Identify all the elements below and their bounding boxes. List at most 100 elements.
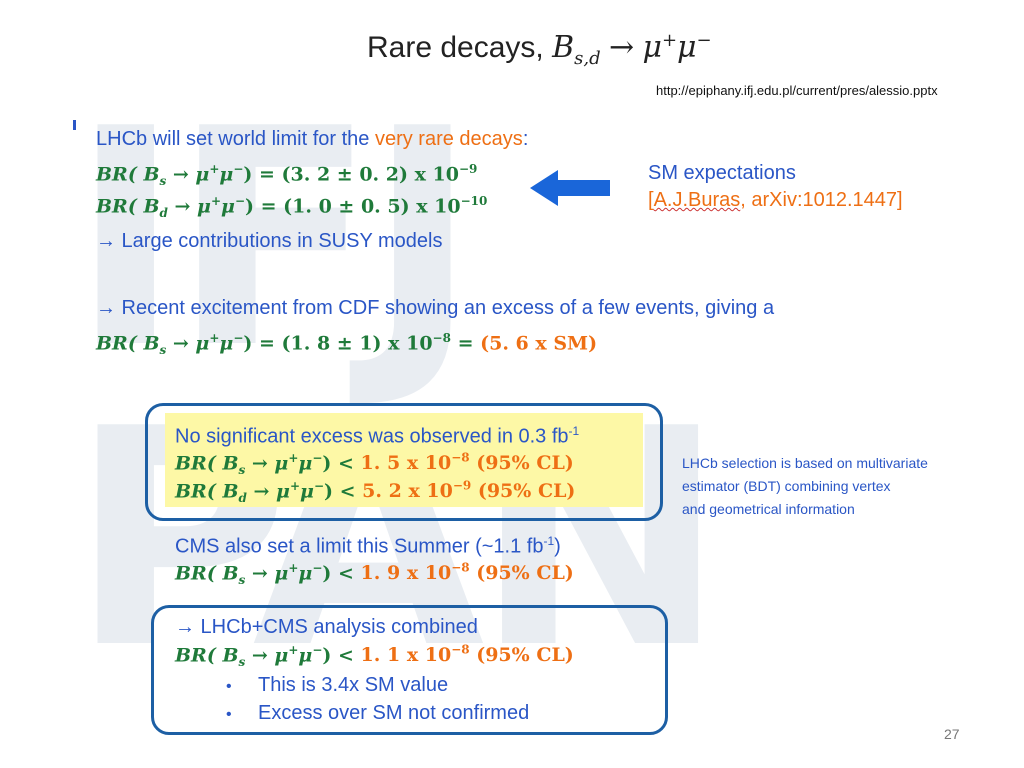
eq-part: BR( B <box>175 452 239 475</box>
eq-cl: (95% CL) <box>469 452 574 475</box>
eq-part: μ <box>298 452 313 475</box>
title-mu1-sup: + <box>661 30 678 51</box>
sm-ref-open: [ <box>648 189 654 211</box>
eq-part: ) = (3. 2 ± 0. 2) x 10 <box>243 163 459 186</box>
eq-sub: s <box>238 573 246 588</box>
eq-part: μ <box>300 480 314 503</box>
bullet-text: This is 3.4x SM value <box>258 674 449 696</box>
eq-part: BR( B <box>96 195 160 218</box>
eq-sup: + <box>288 643 299 657</box>
side-note-line: estimator (BDT) combining vertex <box>682 478 891 494</box>
combined-bullets: • This is 3.4x SM value • Excess over SM n… <box>226 672 529 728</box>
bullet-icon: • <box>226 678 232 695</box>
cdf-line: → Recent excitement from CDF showing an … <box>96 297 775 319</box>
eq-sup: + <box>209 331 220 345</box>
eq-part: μ <box>298 562 313 585</box>
bullet-item: • This is 3.4x SM value <box>226 672 529 700</box>
eq-exp: −9 <box>459 162 478 176</box>
slide-marker <box>73 120 76 130</box>
eq-sup: − <box>312 643 323 657</box>
cms-line-sup: -1 <box>543 534 555 548</box>
eq-cl: (95% CL) <box>469 644 574 667</box>
lhcb-bd-limit: BR( Bd → μ+μ−) < 5. 2 x 10−9 (95% CL) <box>175 479 575 505</box>
eq-sup: + <box>209 162 220 176</box>
eq-sm-ratio: (5. 6 x SM) <box>480 332 598 355</box>
equation-bd-sm: BR( Bd → μ+μ−) = (1. 0 ± 0. 5) x 10−10 <box>96 194 487 220</box>
eq-value: 1. 1 x 10 <box>360 644 452 667</box>
eq-part: μ <box>219 163 234 186</box>
eq-exp: −8 <box>451 451 470 465</box>
eq-sup: − <box>233 331 244 345</box>
equation-bs-sm: BR( Bs → μ+μ−) = (3. 2 ± 0. 2) x 10−9 <box>96 162 477 188</box>
eq-part: μ <box>298 644 313 667</box>
eq-exp: −8 <box>432 331 451 345</box>
slide-title: Rare decays, Bs,d → μ+μ− <box>367 30 712 69</box>
left-arrow-icon <box>530 170 610 206</box>
combined-bs-limit: BR( Bs → μ+μ−) < 1. 1 x 10−8 (95% CL) <box>175 643 574 669</box>
title-b-sub: s,d <box>574 48 601 69</box>
eq-exp: −10 <box>460 194 488 208</box>
eq-sub: s <box>238 655 246 670</box>
combined-result-box <box>151 605 668 735</box>
eq-part: = <box>450 332 481 355</box>
sm-ref-rest: , arXiv:1012.1447] <box>740 189 903 211</box>
eq-sup: + <box>289 479 301 493</box>
eq-part: ) < <box>324 480 363 503</box>
eq-part: ) = (1. 0 ± 0. 5) x 10 <box>245 195 461 218</box>
eq-value: 1. 5 x 10 <box>360 452 452 475</box>
side-note-line: LHCb selection is based on multivariate <box>682 455 928 471</box>
lhcb-no-excess-line: No significant excess was observed in 0.… <box>175 424 579 449</box>
eq-sup: + <box>288 561 299 575</box>
intro-line-1-pre: LHCb will set world limit for the <box>96 128 375 150</box>
intro-line-1-post: : <box>522 128 529 150</box>
eq-sup: − <box>313 479 325 493</box>
eq-sub: s <box>159 343 167 358</box>
bullet-text: Excess over SM not confirmed <box>258 702 530 724</box>
eq-part: ) < <box>322 452 361 475</box>
eq-part: → μ <box>246 480 290 503</box>
title-mu2-sup: − <box>696 30 712 51</box>
lhcb-bs-limit: BR( Bs → μ+μ−) < 1. 5 x 10−8 (95% CL) <box>175 451 574 477</box>
susy-line: → Large contributions in SUSY models <box>96 230 443 252</box>
sm-expectations-label: SM expectations <box>648 162 796 184</box>
eq-sup: − <box>312 561 323 575</box>
page-number: 27 <box>944 726 960 742</box>
cms-bs-limit: BR( Bs → μ+μ−) < 1. 9 x 10−8 (95% CL) <box>175 561 574 587</box>
eq-cl: (95% CL) <box>469 562 574 585</box>
eq-sub: s <box>238 463 246 478</box>
lhcb-line-text: No significant excess was observed in 0.… <box>175 425 569 448</box>
lhcb-line-sup: -1 <box>568 424 580 438</box>
eq-part: ) < <box>322 562 361 585</box>
eq-exp: −9 <box>452 479 472 493</box>
buras-link[interactable]: A.J.Buras <box>653 189 741 211</box>
eq-cl: (95% CL) <box>471 480 576 503</box>
eq-part: ) = (1. 8 ± 1) x 10 <box>243 332 433 355</box>
title-mu1: μ <box>642 30 662 65</box>
eq-part: μ <box>219 332 234 355</box>
combined-line: → LHCb+CMS analysis combined <box>175 616 478 638</box>
cms-line: CMS also set a limit this Summer (~1.1 f… <box>175 534 561 559</box>
eq-part: → μ <box>245 644 289 667</box>
eq-sup: − <box>234 194 246 208</box>
source-url-link[interactable]: http://epiphany.ifj.edu.pl/current/pres/… <box>656 83 938 98</box>
eq-sup: − <box>233 162 244 176</box>
eq-part: → μ <box>245 452 289 475</box>
eq-sub: s <box>159 174 167 189</box>
side-note-line: and geometrical information <box>682 501 855 517</box>
title-mu2: μ <box>677 30 697 65</box>
eq-part: μ <box>221 195 235 218</box>
eq-part: BR( B <box>96 163 160 186</box>
eq-sup: + <box>288 451 299 465</box>
eq-part: → μ <box>167 195 211 218</box>
eq-sub: d <box>238 491 247 506</box>
eq-part: BR( B <box>175 644 239 667</box>
eq-part: ) < <box>322 644 361 667</box>
lhcb-highlight <box>165 413 643 507</box>
eq-part: → μ <box>245 562 289 585</box>
cms-line-end: ) <box>554 535 561 558</box>
eq-sup: − <box>312 451 323 465</box>
eq-value: 1. 9 x 10 <box>360 562 452 585</box>
title-text: Rare decays, <box>367 31 544 64</box>
eq-part: BR( B <box>96 332 160 355</box>
eq-part: → μ <box>166 332 210 355</box>
